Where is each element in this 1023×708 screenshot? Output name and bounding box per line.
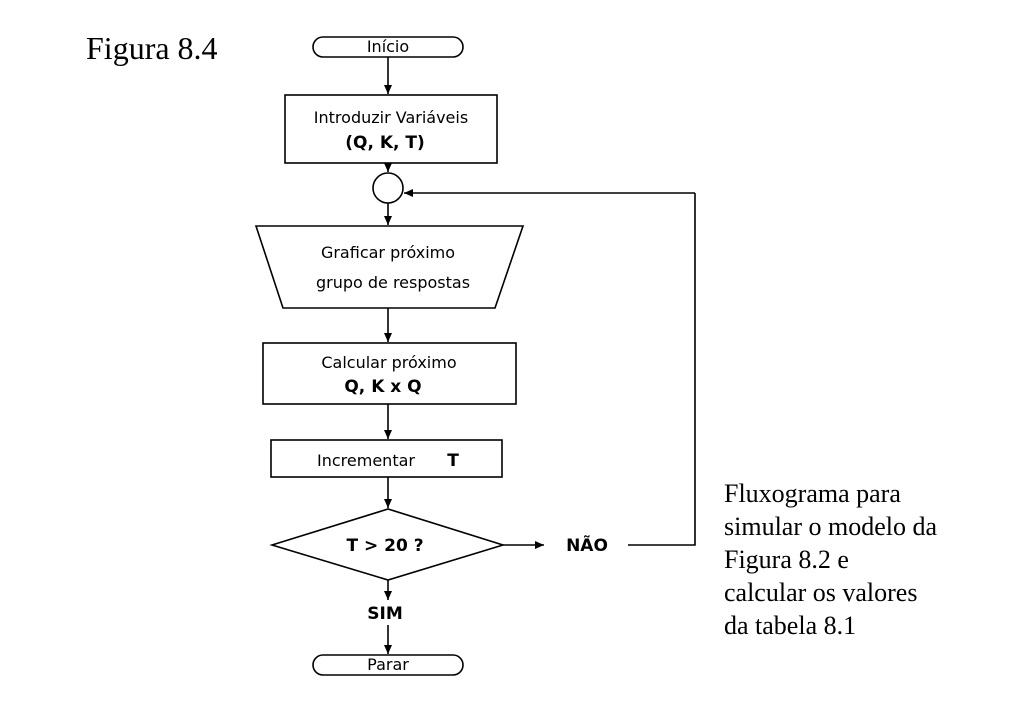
caption-line: da tabela 8.1	[724, 611, 857, 640]
increment-box	[270, 439, 503, 478]
increment-label: Incrementar	[317, 451, 415, 470]
start-label: Início	[367, 37, 409, 56]
calculate-box	[262, 342, 517, 405]
plot-line1: Graficar próximo	[321, 243, 455, 262]
stop-label: Parar	[367, 655, 409, 674]
calc-line1: Calcular próximo	[321, 353, 456, 372]
stop-terminator	[312, 654, 464, 676]
caption-line: simular o modelo da	[724, 512, 938, 541]
figure-caption: Fluxograma para simular o modelo da Figu…	[724, 477, 1014, 642]
yes-label: SIM	[367, 604, 403, 624]
increment-var: T	[447, 451, 459, 471]
no-label: NÃO	[566, 533, 608, 556]
input-line2: (Q, K, T)	[345, 133, 425, 153]
figure-label: Figura 8.4	[86, 30, 218, 66]
loop-connector	[372, 172, 404, 204]
decision-label: T > 20 ?	[346, 536, 423, 556]
caption-line: calcular os valores	[724, 578, 918, 607]
caption-line: Fluxograma para	[724, 479, 901, 508]
calc-line2: Q, K x Q	[344, 377, 421, 397]
plot-responses-shape	[254, 225, 525, 309]
plot-line2: grupo de respostas	[316, 273, 470, 292]
input-line1: Introduzir Variáveis	[314, 108, 468, 127]
loop-back-line	[628, 193, 696, 546]
caption-line: Figura 8.2 e	[724, 545, 849, 574]
